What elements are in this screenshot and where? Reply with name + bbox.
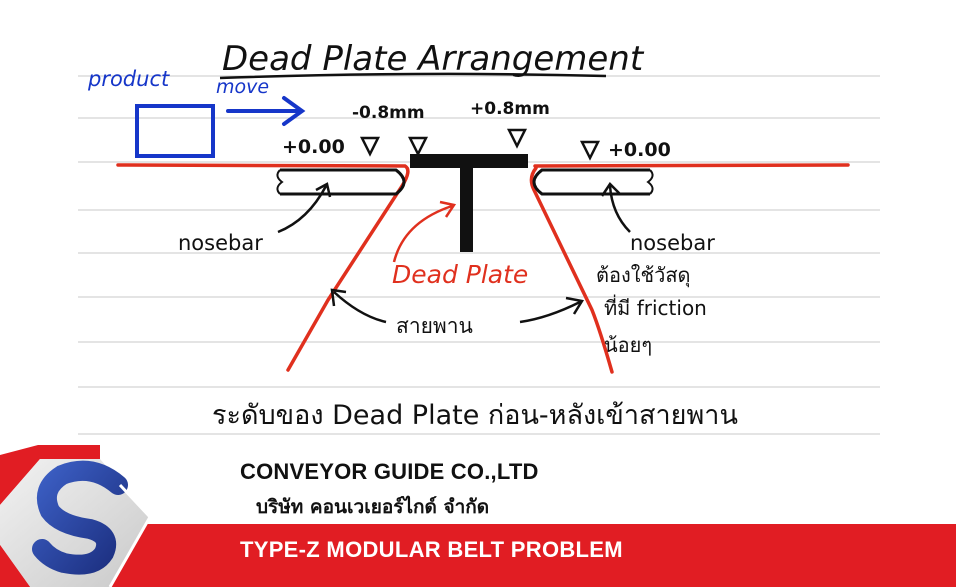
nosebar-left-arrow bbox=[277, 182, 332, 234]
company-name-en: CONVEYOR GUIDE CO.,LTD bbox=[240, 459, 539, 484]
nosebar-left-label: nosebar bbox=[178, 231, 263, 255]
note-line-1: ต้องใช้วัสดุ bbox=[596, 263, 691, 288]
title-banner bbox=[0, 524, 956, 587]
diagram-title: Dead Plate Arrangement bbox=[222, 39, 645, 79]
move-label: move bbox=[216, 76, 269, 98]
banner-title: TYPE-Z MODULAR BELT PROBLEM bbox=[240, 537, 623, 562]
belt-left-arrow bbox=[330, 288, 387, 324]
offset-left-outer: +0.00 bbox=[282, 136, 345, 158]
note-line-3: น้อยๆ bbox=[604, 333, 652, 357]
offset-left-inner: -0.8mm bbox=[352, 103, 425, 123]
diagram-caption: ระดับของ Dead Plate ก่อน-หลังเข้าสายพาน bbox=[212, 400, 738, 431]
nosebar-left bbox=[276, 168, 406, 196]
dead-plate-label: Dead Plate bbox=[392, 260, 528, 289]
move-arrow bbox=[226, 96, 306, 126]
dead-plate-arrow bbox=[392, 200, 457, 263]
ruled-lines bbox=[78, 75, 880, 435]
title-underline bbox=[219, 72, 607, 80]
dead-plate-shape bbox=[410, 154, 528, 252]
offset-right-outer: +0.00 bbox=[608, 139, 671, 161]
belt-label: สายพาน bbox=[396, 314, 473, 338]
belt-line bbox=[116, 163, 850, 374]
level-markers bbox=[359, 128, 601, 161]
nosebar-right-arrow bbox=[600, 182, 631, 233]
nosebar-right bbox=[532, 168, 654, 196]
offset-right-inner: +0.8mm bbox=[470, 99, 550, 119]
company-name-th: บริษัท คอนเวเยอร์ไกด์ จำกัด bbox=[256, 496, 490, 518]
belt-right-arrow bbox=[519, 296, 585, 324]
product-label: product bbox=[87, 67, 170, 91]
company-logo bbox=[0, 445, 152, 587]
nosebar-right-label: nosebar bbox=[630, 231, 715, 255]
product-box bbox=[135, 104, 215, 158]
note-line-2: ที่มี friction bbox=[604, 294, 707, 320]
